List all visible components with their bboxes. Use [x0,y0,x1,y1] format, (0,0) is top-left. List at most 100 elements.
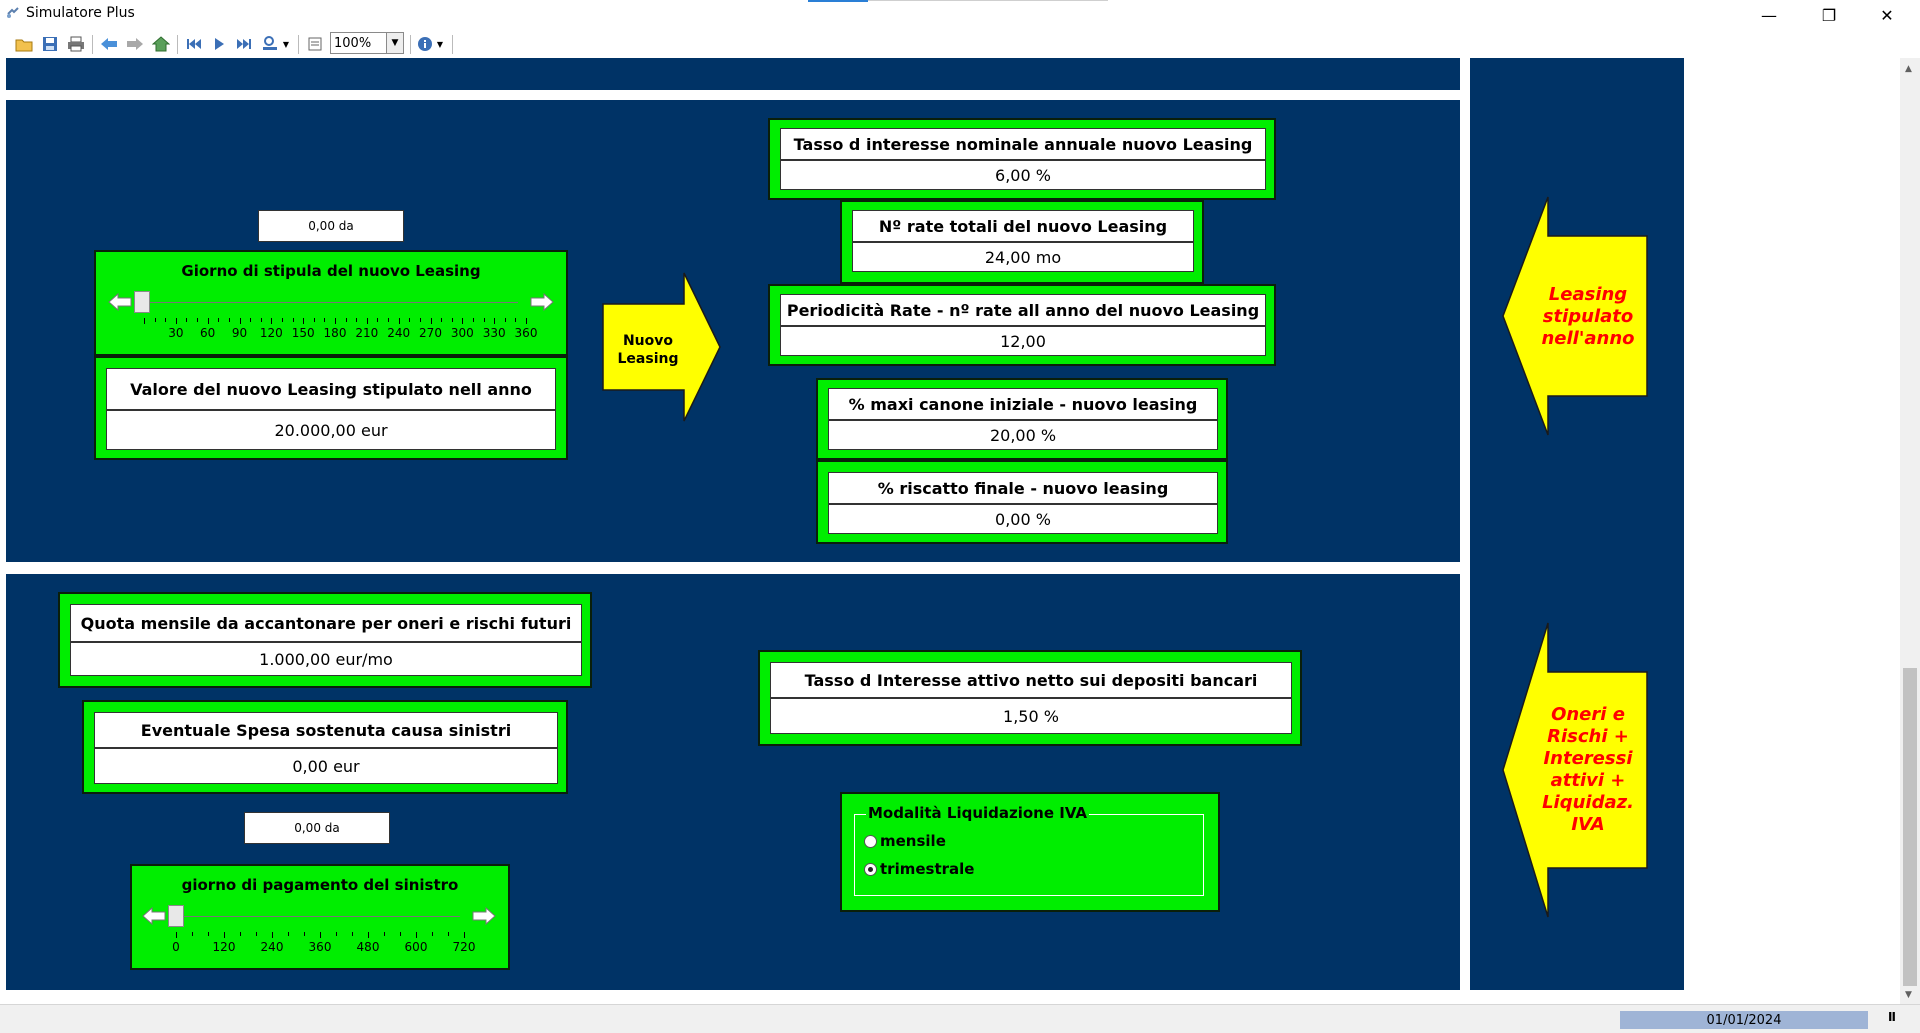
zoom-select[interactable]: 100% ▼ [330,32,404,54]
close-button[interactable]: ✕ [1880,5,1894,25]
minimize-button[interactable]: — [1761,5,1777,25]
slider-tick-mark [462,318,464,324]
slider-tick-mark [320,932,321,938]
leasing-nrate-box: Nº rate totali del nuovo Leasing 24,00 m… [840,200,1204,284]
slider-tick-mark [250,318,252,322]
slider-tick-label: 180 [323,326,347,340]
leasing-day-slider-track[interactable] [136,302,518,303]
slider-tick-label: 120 [259,326,283,340]
leasing-maxi-label: % maxi canone iniziale - nuovo leasing [828,388,1218,420]
slider-tick-label: 270 [419,326,442,340]
leasing-value-field: 20.000,00 eur [106,410,556,450]
slider-tick-mark [224,932,225,938]
forward-arrow-icon[interactable] [124,33,146,55]
slider-left-arrow-icon[interactable] [142,906,166,926]
play-icon[interactable] [208,33,230,55]
leasing-value-box: Valore del nuovo Leasing stipulato nell … [94,356,568,460]
leasing-value-label: Valore del nuovo Leasing stipulato nell … [106,368,556,410]
status-bar: 01/01/2024 II [0,1004,1920,1033]
leasing-maxi-field: 20,00 % [828,420,1218,450]
page-layout-icon[interactable] [304,33,326,55]
radio-checked-icon[interactable] [864,862,877,876]
export-dropdown-icon[interactable]: ▼ [282,39,290,49]
slider-tick-mark [207,318,209,324]
slider-tick-mark [144,318,145,324]
leasing-rate-box: Tasso d interesse nominale annuale nuovo… [768,118,1276,200]
print-icon[interactable] [65,33,87,55]
report-canvas: 0,00 da Giorno di stipula del nuovo Leas… [0,58,1900,1004]
iva-group-label: Modalità Liquidazione IVA [866,804,1090,822]
slider-tick-mark [288,932,289,936]
oneri-day-slider-thumb[interactable] [168,905,184,927]
iva-option-mensile[interactable]: mensile [864,832,946,850]
oneri-day-slider-title: giorno di pagamento del sinistro [181,876,459,894]
home-icon[interactable] [150,33,172,55]
export-icon[interactable] [259,33,281,55]
radio-dot [868,866,873,872]
slider-tick-mark [197,318,199,322]
status-date: 01/01/2024 [1620,1011,1868,1029]
scroll-up-icon[interactable]: ▲ [1905,64,1912,74]
toolbar-separator [92,35,93,54]
nuovo-leasing-arrow-icon [602,272,721,422]
slider-tick-mark [175,318,177,324]
slider-tick-mark [304,932,305,936]
oneri-day-slider-track[interactable] [170,916,460,917]
slider-tick-mark [176,932,177,938]
slider-tick-label: 30 [168,326,184,340]
slider-tick-mark [356,318,358,322]
iva-option-label: mensile [880,832,946,850]
slider-tick-mark [400,932,401,936]
leasing-day-slider-thumb[interactable] [134,291,150,313]
radio-unchecked-icon[interactable] [864,834,877,848]
slider-tick-mark [336,932,337,936]
slider-left-arrow-icon[interactable] [108,292,132,312]
leasing-day-readout: 0,00 da [258,210,404,242]
slider-tick-mark [239,318,241,324]
toolbar-separator [177,35,178,54]
slider-tick-label: 360 [308,940,332,954]
back-arrow-icon[interactable] [98,33,120,55]
title-accent-line [808,0,868,2]
slider-tick-mark [384,932,385,936]
oneri-spesa-field: 0,00 eur [94,748,558,784]
open-folder-icon[interactable] [13,33,35,55]
scroll-down-icon[interactable]: ▼ [1905,990,1912,1000]
vertical-scrollbar[interactable]: ▲ ▼ [1900,58,1920,1004]
slider-tick-mark [464,932,465,938]
slider-tick-mark [472,318,474,322]
slider-tick-mark [388,318,390,322]
slider-tick-label: 360 [514,326,538,340]
slider-tick-mark [366,318,368,324]
slider-tick-label: 210 [355,326,379,340]
slider-tick-label: 120 [212,940,236,954]
slider-tick-mark [292,318,294,322]
slider-tick-mark [303,318,305,324]
scrollbar-thumb[interactable] [1903,668,1917,986]
slider-tick-mark [272,932,273,938]
slider-tick-label: 0 [172,940,180,954]
slider-right-arrow-icon[interactable] [472,906,496,926]
first-page-icon[interactable] [183,33,205,55]
oneri-spesa-label: Eventuale Spesa sostenuta causa sinistri [94,712,558,748]
info-icon[interactable] [414,33,436,55]
slider-right-arrow-icon[interactable] [530,292,554,312]
slider-tick-mark [313,318,315,322]
save-icon[interactable] [39,33,61,55]
slider-tick-mark [218,318,220,322]
oneri-quota-label: Quota mensile da accantonare per oneri e… [70,604,582,642]
iva-option-trimestrale[interactable]: trimestrale [864,860,974,878]
title-accent-line-secondary [868,0,1108,1]
info-dropdown-icon[interactable]: ▼ [436,39,444,49]
oneri-side-label: Oneri e Rischi + Interessi attivi + Liqu… [1542,704,1634,835]
pause-icon[interactable]: II [1888,1010,1896,1024]
slider-tick-mark [335,318,336,324]
oneri-quota-box: Quota mensile da accantonare per oneri e… [58,592,592,688]
top-panel-strip [6,58,1460,90]
restore-button[interactable]: ❐ [1821,5,1837,25]
slider-tick-mark [419,318,421,322]
oneri-day-readout: 0,00 da [244,812,390,844]
last-page-icon[interactable] [233,33,255,55]
